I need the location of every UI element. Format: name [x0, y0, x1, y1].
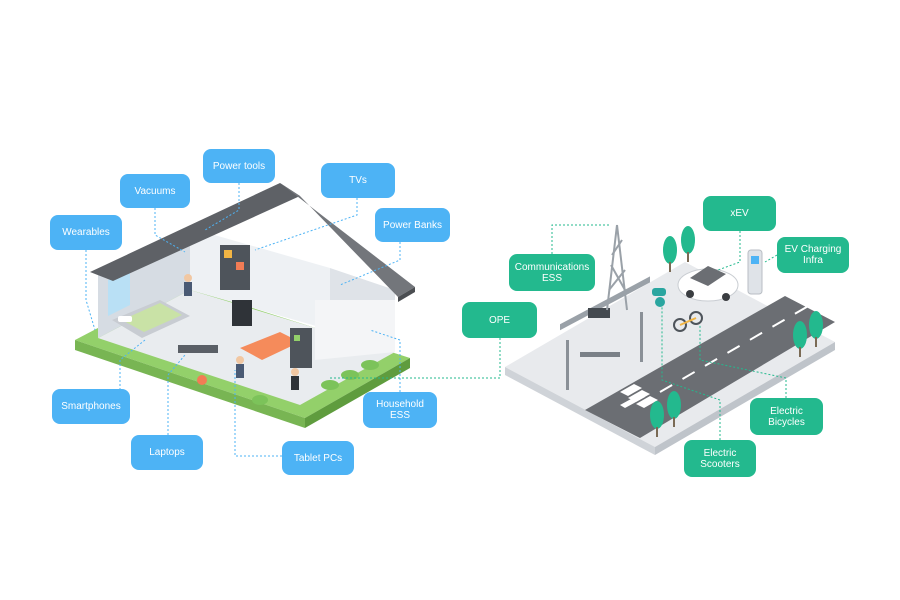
label-xev[interactable]: xEV	[703, 196, 776, 231]
connector-vacuums	[154, 208, 186, 253]
bus-stop-sign	[588, 308, 610, 318]
person-body-c	[291, 376, 299, 390]
rug	[240, 332, 300, 360]
connector-smartphones	[119, 339, 146, 394]
sidewalk-right	[655, 342, 835, 455]
connector-household-ess	[369, 329, 401, 392]
bus-stop-bench	[580, 352, 620, 357]
label-laptops[interactable]: Laptops	[131, 435, 203, 470]
connector-tablet-pcs	[234, 370, 282, 457]
hedge-3	[361, 360, 379, 370]
label-vacuums[interactable]: Vacuums	[120, 174, 190, 208]
roof-edge	[398, 287, 415, 302]
connector-electric-bicycles	[699, 325, 787, 398]
roof-right	[280, 183, 415, 297]
crosswalk	[620, 384, 658, 408]
house-window	[108, 270, 130, 316]
connector-wearables	[85, 250, 96, 331]
house-grass-right	[305, 358, 410, 428]
car-wheel-b	[722, 293, 730, 301]
label-tablet-pcs[interactable]: Tablet PCs	[282, 441, 354, 475]
bicycle-wheel-b	[689, 311, 703, 325]
cabinet-shelf-item	[294, 335, 300, 341]
communications-tower	[606, 224, 628, 311]
person-head-b	[236, 356, 244, 364]
connector-power-tools	[204, 183, 240, 231]
house-illustration	[75, 183, 415, 428]
connector-ev-charging	[764, 254, 778, 263]
roof-left	[90, 183, 300, 281]
connector-lines-city	[330, 224, 787, 440]
bed-pillow	[118, 316, 132, 322]
label-electric-scooters[interactable]: Electric Scooters	[684, 440, 756, 477]
hedge-1	[321, 380, 339, 390]
label-power-banks[interactable]: Power Banks	[375, 208, 450, 242]
connector-lines-home	[85, 183, 401, 457]
house-wall-right-front	[315, 300, 395, 360]
sidewalk-top	[505, 262, 835, 447]
person-body-a	[184, 282, 192, 296]
hedge-4	[252, 395, 268, 405]
bookshelf-item-a	[224, 250, 232, 258]
label-communications-ess[interactable]: Communications ESS	[509, 254, 595, 291]
bicycle-wheel-a	[673, 318, 687, 332]
car-windows	[690, 266, 726, 286]
bed-cover	[122, 303, 182, 332]
bookshelf-item-b	[236, 262, 244, 270]
sidewalk-left	[505, 367, 655, 455]
label-ope[interactable]: OPE	[462, 302, 537, 338]
connector-ope	[330, 338, 501, 379]
label-smartphones[interactable]: Smartphones	[52, 389, 130, 424]
bus-stop-post-b	[640, 312, 643, 362]
connector-laptops	[167, 354, 186, 435]
cabinet	[290, 328, 312, 368]
person-head-a	[184, 274, 192, 282]
label-ev-charging-infra[interactable]: EV Charging Infra	[777, 237, 849, 273]
desk	[178, 345, 218, 353]
label-household-ess[interactable]: Household ESS	[363, 392, 437, 428]
scooter-body	[652, 288, 666, 296]
car-wheel-a	[686, 290, 694, 298]
house-grass-left	[75, 340, 305, 428]
label-wearables[interactable]: Wearables	[50, 215, 122, 250]
connector-xev	[717, 231, 741, 271]
bus-stop-roof	[560, 276, 650, 331]
lane-divider	[659, 304, 811, 393]
connector-power-banks	[339, 242, 401, 286]
connector-tvs	[254, 198, 358, 251]
person-body-b	[236, 364, 244, 378]
connector-communications-ess	[551, 224, 610, 254]
ev-charger-screen	[751, 256, 759, 264]
trees	[650, 226, 823, 437]
connector-electric-scooters	[661, 305, 721, 440]
city-illustration	[505, 224, 835, 455]
label-tvs[interactable]: TVs	[321, 163, 395, 198]
ball	[197, 375, 207, 385]
tv-screen	[232, 300, 252, 326]
scooter-wheel	[655, 297, 665, 307]
person-head-c	[291, 368, 299, 376]
label-electric-bicycles[interactable]: Electric Bicycles	[750, 398, 823, 435]
bus-stop-post-a	[566, 340, 569, 390]
bicycle-frame	[679, 317, 697, 326]
label-power-tools[interactable]: Power tools	[203, 149, 275, 183]
